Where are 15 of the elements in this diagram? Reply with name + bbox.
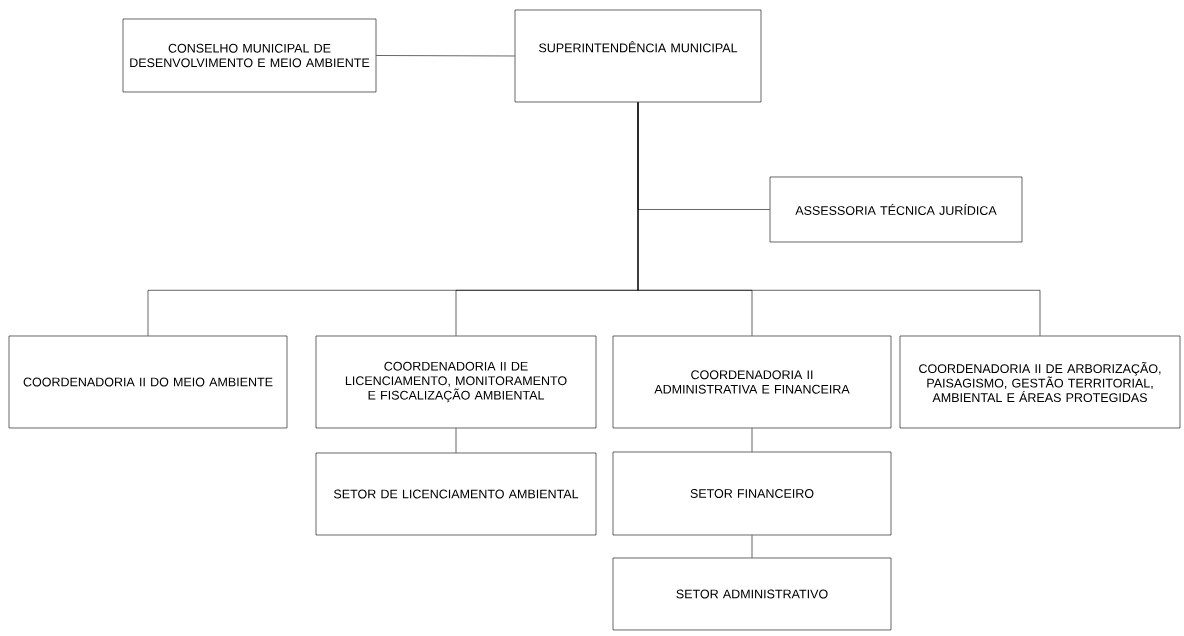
org-box: COORDENADORIA II DE LICENCIAMENTO, MONITORAMENTO E FISCALIZAÇÃO AMBIENTAL xyxy=(315,335,597,429)
org-box: SUPERINTENDÊNCIA MUNICIPAL xyxy=(514,9,762,103)
org-box: ASSESSORIA TÉCNICA JURÍDICA xyxy=(769,176,1023,243)
connector-line xyxy=(751,427,753,452)
org-box: SETOR FINANCEIRO xyxy=(612,451,892,536)
org-box: SETOR ADMINISTRATIVO xyxy=(612,557,892,631)
org-box: COORDENADORIA II ADMINISTRATIVA E FINANCEIRA xyxy=(612,335,892,429)
connector-line xyxy=(637,102,1041,336)
org-box: COORDENADORIA II DO MEIO AMBIENTE xyxy=(8,335,288,429)
connector-line xyxy=(376,55,515,57)
connector-line xyxy=(751,535,753,558)
connector-line xyxy=(455,427,457,453)
org-box: CONSELHO MUNICIPAL DE DESENVOLVIMENTO E MEIO AMBIENTE xyxy=(122,18,377,93)
org-box: SETOR DE LICENCIAMENTO AMBIENTAL xyxy=(315,452,597,536)
org-box: COORDENADORIA II DE ARBORIZAÇÃO, PAISAGISMO, GESTÃO TERRITORIAL, AMBIENTAL E ÁREAS PROTEGIDAS xyxy=(899,335,1181,429)
